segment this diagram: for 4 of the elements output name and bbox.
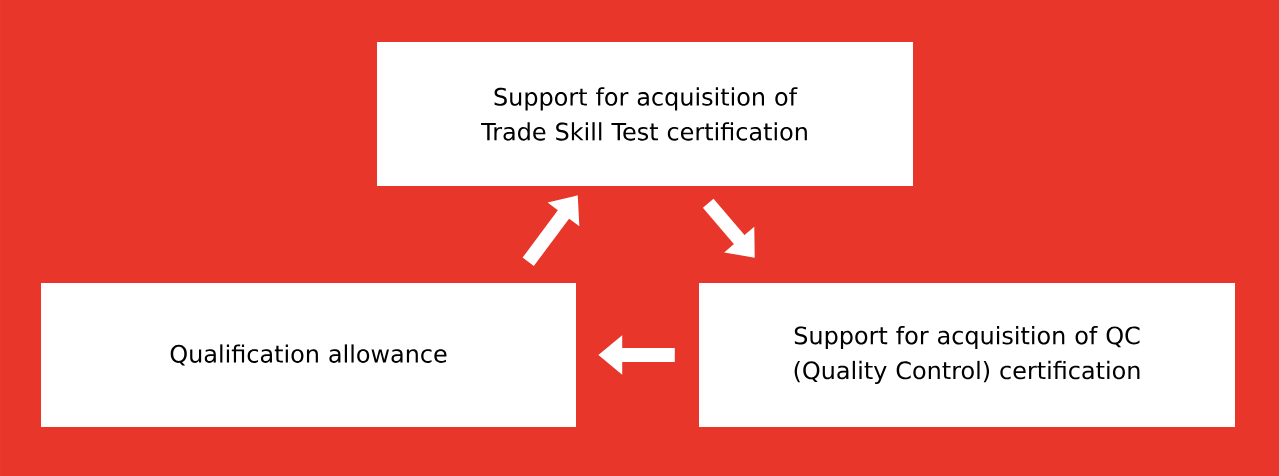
arrow bbox=[702, 198, 755, 258]
text-box: Support for acquisition of Trade Skill Test certification bbox=[377, 42, 913, 186]
text-box: Qualification allowance bbox=[41, 283, 576, 427]
text-box: Support for acquisition of QC (Quality Control) certification bbox=[699, 283, 1235, 427]
